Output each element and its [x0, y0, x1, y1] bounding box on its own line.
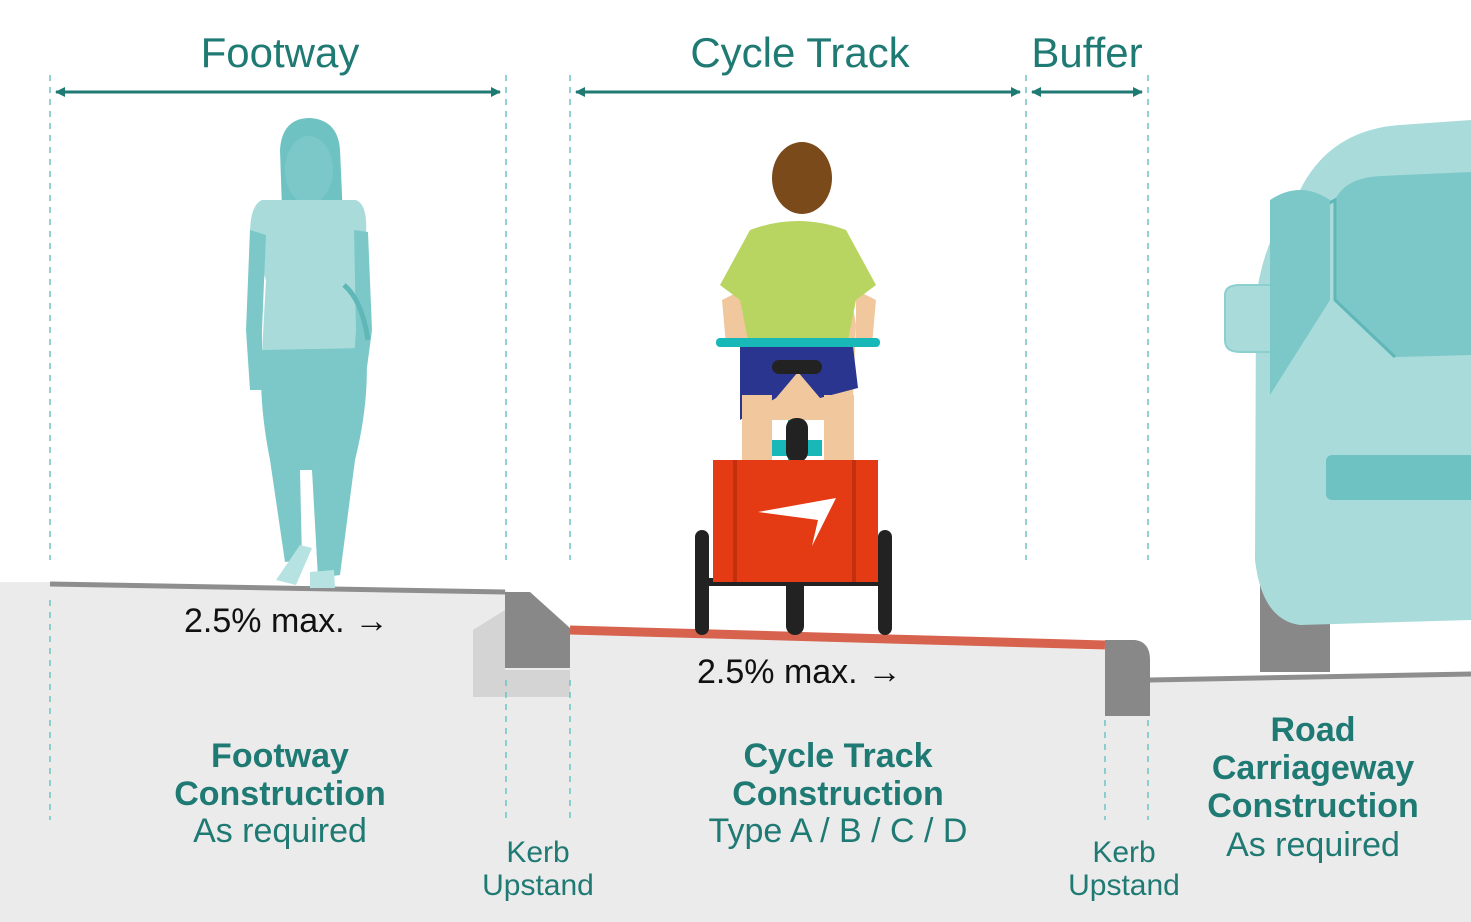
road-surface: [1149, 671, 1471, 683]
left-kerb: [505, 592, 570, 668]
buffer-header: Buffer: [1031, 29, 1143, 76]
cycle-track-surface: [569, 625, 1106, 650]
right-arrow-icon: →: [867, 653, 902, 691]
cycle-track-slope-text: 2.5% max.: [697, 653, 858, 691]
footway-construction-note: As required: [193, 812, 367, 850]
footway-surface: [49, 581, 506, 595]
cycle-track-construction-note: Type A / B / C / D: [708, 812, 968, 850]
guide-lines: [49, 75, 1149, 820]
ground: [0, 582, 505, 922]
right-arrow-icon: →: [354, 602, 389, 640]
van-icon: [1224, 120, 1471, 672]
footway-slope-text: 2.5% max.: [184, 602, 345, 640]
cycle-track-slope: 2.5% max.→: [697, 655, 902, 689]
left-kerb-label: Kerb Upstand: [482, 836, 594, 902]
right-kerb-label: Kerb Upstand: [1068, 836, 1180, 902]
road-construction-title: Road Carriageway Construction: [1207, 711, 1419, 825]
ground-middle: [505, 590, 1471, 922]
footway-slope: 2.5% max.→: [184, 604, 389, 638]
footway-construction-title: Footway Construction: [174, 737, 386, 813]
left-kerb-backing: [473, 610, 570, 697]
pedestrian-icon: [246, 118, 372, 588]
cargo-bike-icon: [695, 142, 892, 635]
footway-header: Footway: [200, 29, 360, 76]
cycle-track-construction-title: Cycle Track Construction: [732, 737, 944, 813]
road-construction-note: As required: [1226, 826, 1400, 864]
right-kerb: [1105, 640, 1150, 716]
cycle-track-header: Cycle Track: [690, 29, 910, 76]
